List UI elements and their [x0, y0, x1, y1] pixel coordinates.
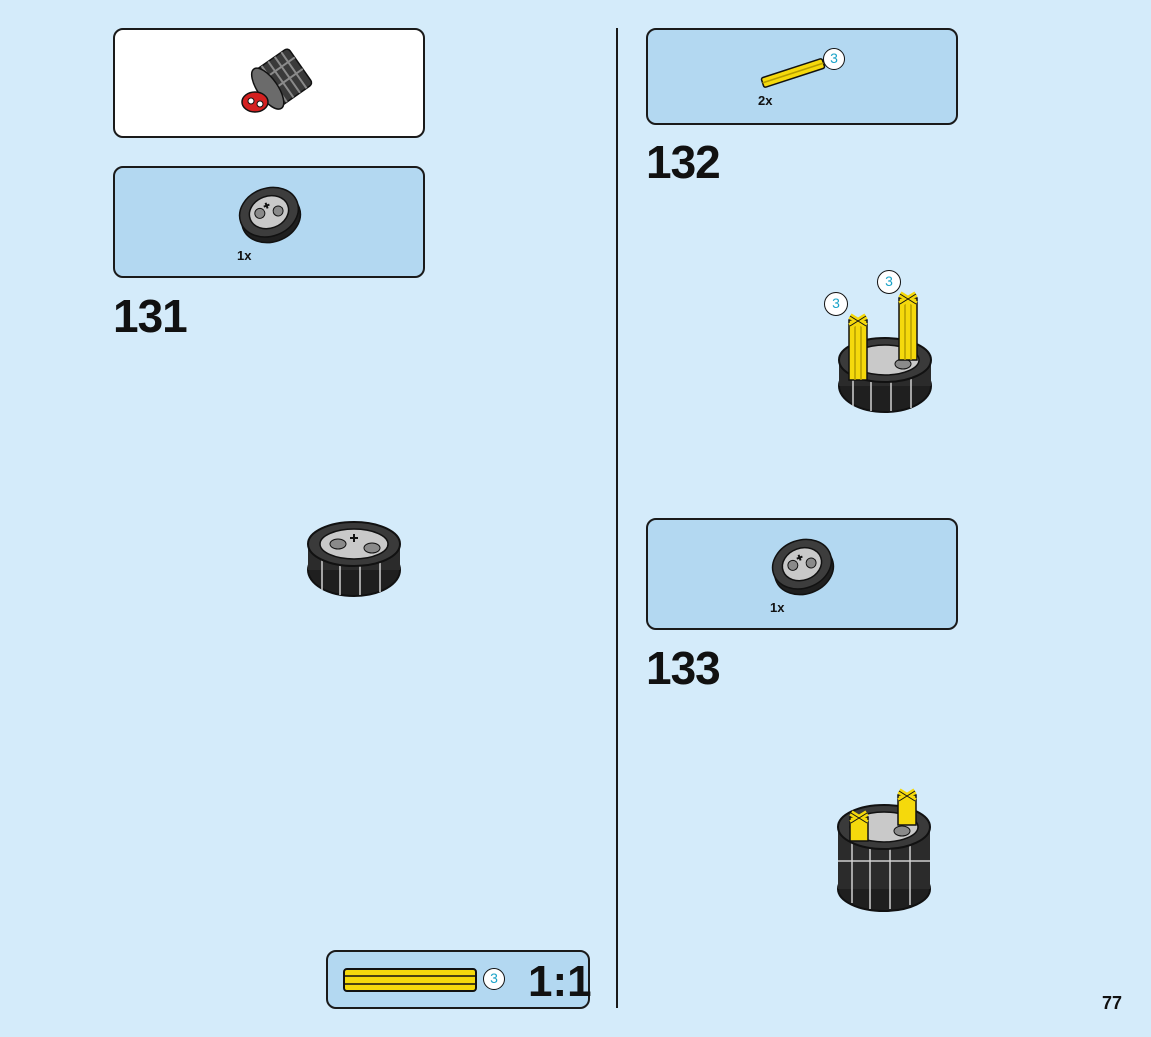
assembly-callout-box [113, 28, 425, 138]
part-qty-label: 2x [758, 93, 773, 108]
gear-bushing-assembly-icon [241, 48, 313, 113]
step-number-133: 133 [646, 642, 721, 694]
scale-label: 1:1 [528, 957, 592, 1006]
page-number: 77 [1101, 993, 1122, 1013]
parts-list-box-133: 1x [646, 518, 958, 630]
part-length-badge: 3 [483, 968, 505, 990]
step-131-build-illustration [307, 521, 401, 597]
yellow-axle-3-icon [343, 968, 477, 992]
scale-reference-box: 3 1:1 [326, 950, 592, 1009]
black-round-hub-icon [238, 186, 302, 244]
yellow-axle-3-icon [760, 58, 826, 88]
parts-list-box-131: 1x [113, 166, 425, 278]
step-number-132: 132 [646, 136, 721, 188]
callout-badge: 3 [877, 270, 901, 294]
step-number-131: 131 [113, 290, 188, 342]
step-133-build-illustration [837, 788, 931, 912]
parts-list-box-132: 3 2x [646, 28, 958, 125]
part-length-badge: 3 [823, 48, 845, 70]
black-round-hub-icon [771, 538, 835, 596]
callout-badge: 3 [824, 292, 848, 316]
step-132-build-illustration [838, 291, 932, 413]
column-divider [616, 28, 618, 1008]
part-qty-label: 1x [770, 600, 785, 615]
part-qty-label: 1x [237, 248, 252, 263]
